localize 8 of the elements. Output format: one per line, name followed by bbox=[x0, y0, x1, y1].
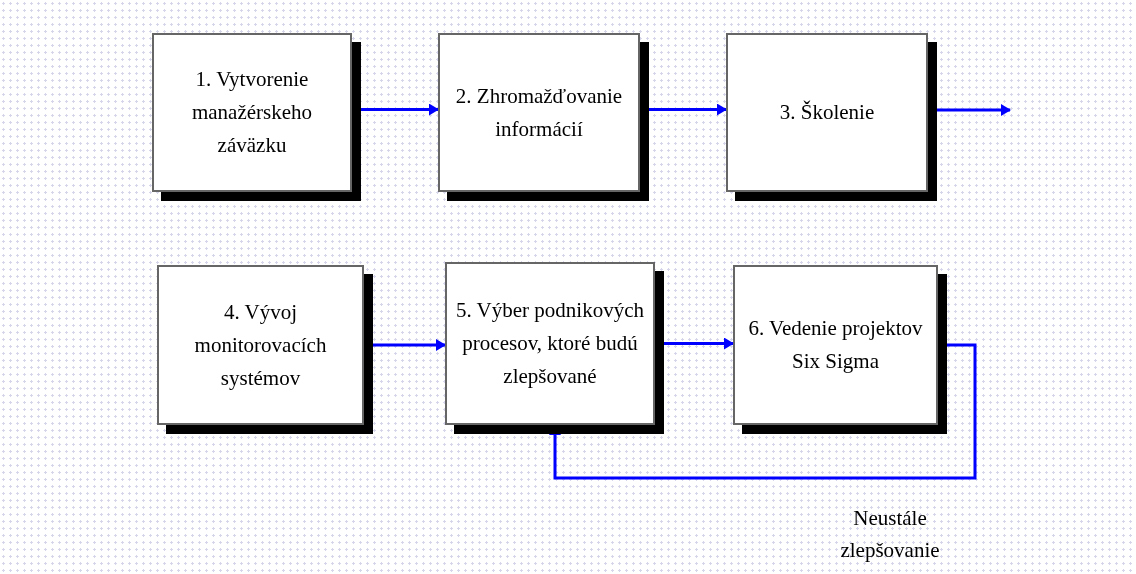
step-text: 3. Školenie bbox=[779, 99, 875, 126]
arrow bbox=[549, 343, 977, 480]
step-text: 5. Výber podnikových procesov, ktoré budú zlepšované bbox=[455, 297, 645, 390]
step-text: 2. Zhromažďovanie informácií bbox=[454, 82, 624, 143]
step-text: 6. Vedenie projektov Six Sigma bbox=[747, 315, 924, 375]
step-text: 1. Vytvorenie manažérskeho záväzku bbox=[190, 66, 314, 159]
step-text: 4. Vývoj monitorovacích systémov bbox=[193, 298, 328, 392]
loop-label: Neustále zlepšovanie bbox=[839, 505, 941, 564]
